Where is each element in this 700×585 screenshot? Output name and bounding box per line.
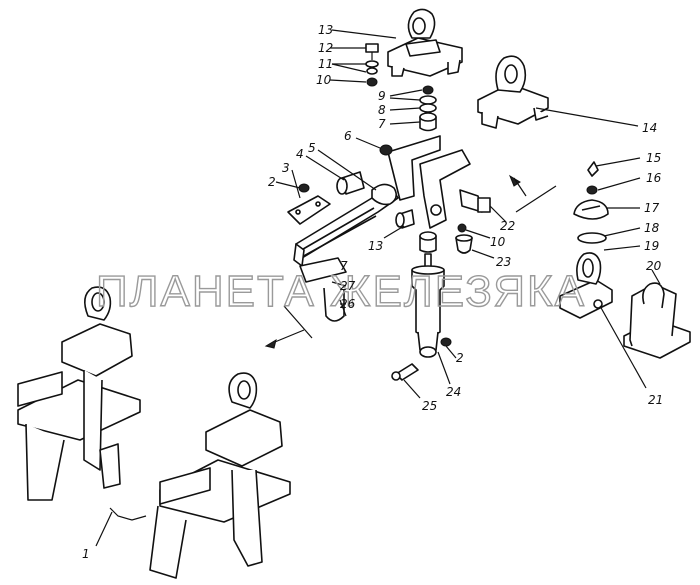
callout-7-top: 7 bbox=[378, 117, 386, 131]
bolt-15 bbox=[587, 161, 599, 177]
bushing-7-shock bbox=[419, 231, 437, 253]
callout-21: 21 bbox=[648, 393, 663, 407]
callout-2-left: 2 bbox=[268, 175, 276, 189]
assembly-arrow-lower bbox=[264, 305, 313, 349]
callout-10-top: 10 bbox=[316, 73, 332, 87]
callout-13-mid: 13 bbox=[368, 239, 383, 253]
leaf-spring-5 bbox=[293, 183, 399, 267]
callout-20: 20 bbox=[646, 259, 662, 273]
bracket-20 bbox=[623, 282, 691, 359]
bracket-brace-1 bbox=[109, 507, 147, 521]
callout-4: 4 bbox=[296, 147, 304, 161]
callout-5: 5 bbox=[308, 141, 316, 155]
washer-stack-9-8 bbox=[419, 85, 437, 113]
bolt-12 bbox=[365, 43, 379, 60]
upper-bracket-13 bbox=[387, 8, 463, 77]
bolt-25 bbox=[391, 363, 419, 381]
right-bracket-14 bbox=[477, 55, 549, 129]
callout-12: 12 bbox=[318, 41, 333, 55]
washers-11 bbox=[365, 60, 379, 75]
leader-lines bbox=[95, 29, 661, 547]
washer-18 bbox=[577, 232, 607, 244]
callout-7-mid: 7 bbox=[340, 259, 348, 273]
spring-plate-3 bbox=[287, 195, 331, 225]
watermark-text: ПЛАНЕТА ЖЕЛЕЗЯКА bbox=[96, 267, 586, 316]
callout-9: 9 bbox=[378, 89, 386, 103]
callout-24: 24 bbox=[446, 385, 461, 399]
callout-11: 11 bbox=[318, 57, 333, 71]
callout-19: 19 bbox=[644, 239, 659, 253]
callout-18: 18 bbox=[644, 221, 660, 235]
callout-1: 1 bbox=[82, 547, 90, 561]
callout-23: 23 bbox=[496, 255, 511, 269]
callout-labels: 13 12 11 10 9 8 7 14 6 5 4 3 2 15 16 17 … bbox=[82, 23, 663, 561]
callout-8: 8 bbox=[378, 103, 386, 117]
bracket-19 bbox=[559, 252, 613, 319]
callout-17: 17 bbox=[644, 201, 660, 215]
bushing-7-top bbox=[419, 112, 437, 132]
frame-bracket-22 bbox=[387, 135, 471, 229]
nut-10 bbox=[366, 77, 378, 87]
callout-25: 25 bbox=[422, 399, 437, 413]
assembly-arrow-upper bbox=[508, 174, 557, 213]
callout-22: 22 bbox=[500, 219, 515, 233]
callout-16: 16 bbox=[646, 171, 662, 185]
rubber-stop-23 bbox=[455, 234, 473, 254]
assembled-view-right bbox=[149, 372, 291, 579]
u-bolt-26 bbox=[323, 287, 347, 322]
callout-15: 15 bbox=[646, 151, 661, 165]
nut-10-side bbox=[457, 223, 467, 233]
callout-27: 27 bbox=[340, 279, 356, 293]
washer-16 bbox=[586, 185, 598, 195]
callout-3: 3 bbox=[282, 161, 290, 175]
nut-2-left bbox=[298, 183, 310, 193]
callout-14: 14 bbox=[642, 121, 657, 135]
callout-13-top: 13 bbox=[318, 23, 333, 37]
nut-2-shock bbox=[440, 337, 452, 347]
pad-17 bbox=[573, 199, 609, 220]
bushing-13-mid bbox=[395, 209, 415, 229]
nut-6 bbox=[379, 144, 393, 156]
callout-26: 26 bbox=[340, 297, 356, 311]
shock-absorber-24 bbox=[411, 253, 445, 358]
callout-6: 6 bbox=[344, 129, 352, 143]
plate-27 bbox=[299, 257, 347, 283]
callout-2-shock: 2 bbox=[456, 351, 464, 365]
bushing-4 bbox=[336, 171, 365, 195]
callout-10-side: 10 bbox=[490, 235, 506, 249]
bolt-22 bbox=[459, 189, 491, 213]
assembled-view-left bbox=[17, 286, 141, 501]
